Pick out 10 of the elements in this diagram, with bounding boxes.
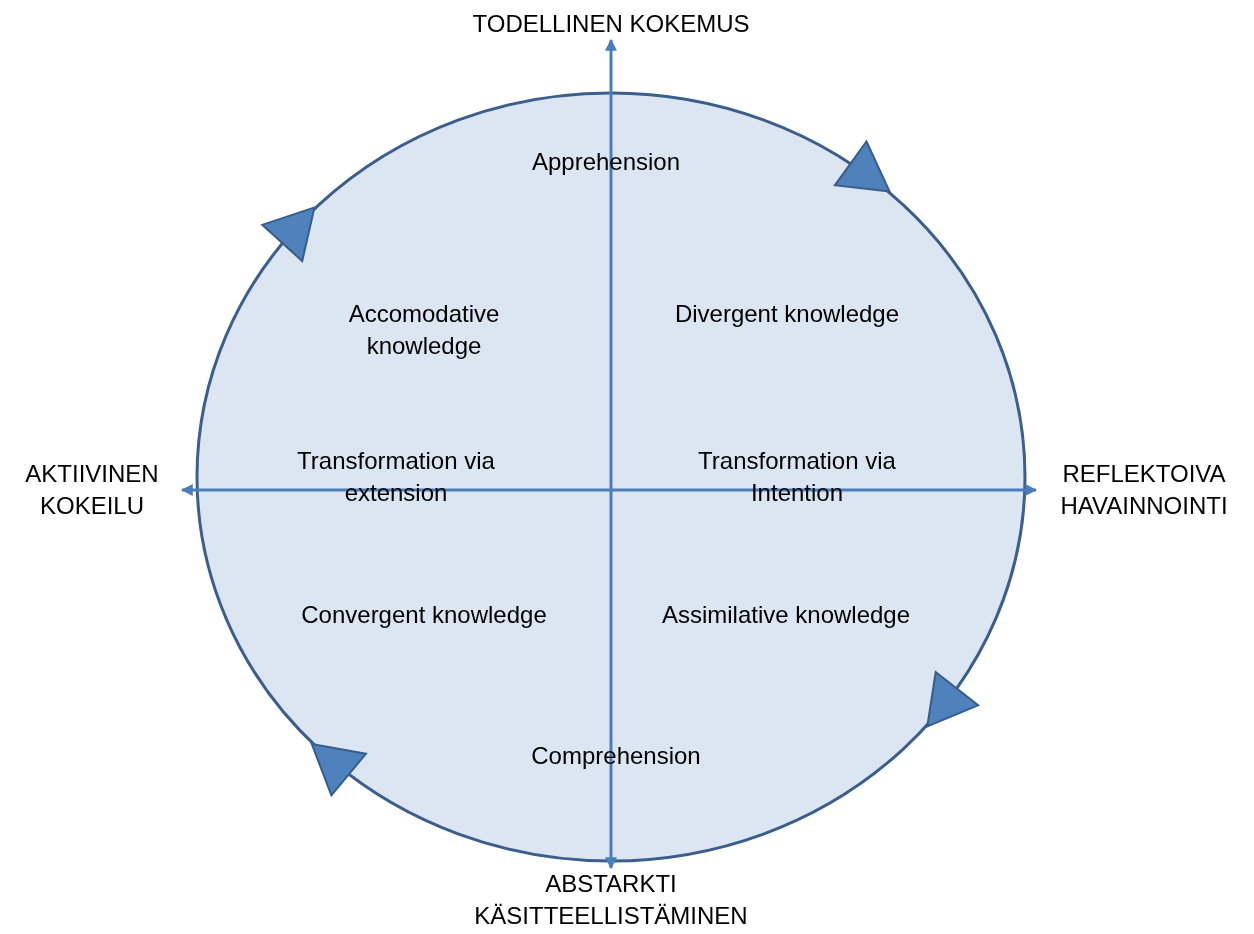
quadrant-label: Convergent knowledge [300, 600, 548, 630]
axis-arrow [180, 484, 1038, 496]
pole-label: REFLEKTOIVA HAVAINNOINTI [1036, 458, 1252, 522]
pole-label: ABSTARKTI KÄSITTEELLISTÄMINEN [441, 868, 781, 932]
pole-label: AKTIIVINEN KOKEILU [2, 458, 182, 522]
quadrant-label: Assimilative knowledge [660, 600, 912, 630]
axis-arrow [605, 38, 617, 870]
quadrant-label: Divergent knowledge [673, 299, 901, 329]
quadrant-label: Accomodative knowledge [347, 299, 501, 361]
pole-label: TODELLINEN KOKEMUS [470, 8, 752, 40]
